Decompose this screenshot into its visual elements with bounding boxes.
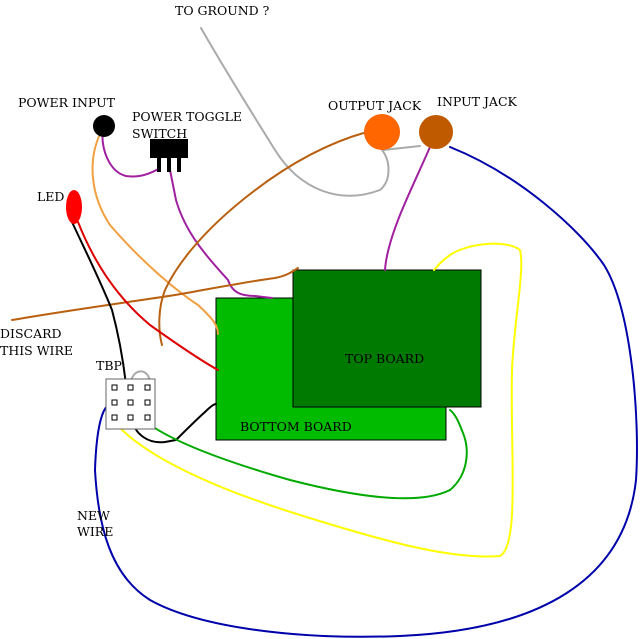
red-led-wire	[77, 221, 219, 371]
input-jack	[419, 115, 453, 149]
power-toggle-switch	[150, 139, 188, 172]
orange-power-wire	[91, 133, 219, 335]
bottom-board-label: BOTTOM BOARD	[240, 419, 352, 434]
tbp-label: TBP	[96, 358, 122, 373]
purple-power-wire	[101, 126, 161, 178]
power-input-label: POWER INPUT	[18, 95, 116, 110]
tbp-terminal	[127, 399, 134, 406]
led	[66, 190, 82, 224]
switch-leg	[167, 156, 171, 172]
tbp-terminals	[111, 384, 151, 421]
gray-ground-wire	[200, 27, 390, 197]
brown-discard-wire	[11, 267, 299, 321]
top-board	[292, 269, 482, 408]
brown-output-wire	[158, 131, 368, 346]
power-toggle-label: POWER TOGGLE	[132, 109, 242, 124]
gray-jack-link-wire	[382, 145, 421, 151]
purple-switch-to-board-wire	[167, 159, 273, 299]
switch-body	[150, 139, 188, 158]
tbp-terminal	[127, 414, 134, 421]
green-wire	[145, 409, 468, 500]
new-wire-label: NEW	[77, 508, 110, 523]
discard-label: DISCARD	[0, 326, 62, 341]
black-led-wire	[71, 221, 129, 406]
tbp-terminal	[111, 414, 118, 421]
blue-new-wire	[94, 146, 638, 638]
output-jack	[364, 114, 400, 150]
black-tbp-wire	[131, 403, 217, 444]
yellow-wire	[115, 242, 523, 558]
led-label: LED	[37, 189, 64, 204]
power-toggle-label-2: SWITCH	[132, 126, 187, 141]
tbp-terminal	[144, 399, 151, 406]
switch-leg	[177, 156, 181, 172]
new-wire-label-2: WIRE	[77, 524, 113, 539]
tbp-terminal	[144, 384, 151, 391]
tbp-terminal	[111, 399, 118, 406]
to-ground-label: TO GROUND ?	[175, 3, 270, 18]
switch-leg	[157, 156, 161, 172]
input-jack-label: INPUT JACK	[437, 94, 518, 109]
power-input-jack	[93, 115, 115, 137]
tbp-terminal	[127, 384, 134, 391]
discard-label-2: THIS WIRE	[0, 343, 73, 358]
tbp-terminal	[111, 384, 118, 391]
top-board-label: TOP BOARD	[345, 351, 424, 366]
purple-input-jack-wire	[384, 146, 431, 271]
output-jack-label: OUTPUT JACK	[328, 98, 422, 113]
tbp-terminal	[144, 414, 151, 421]
